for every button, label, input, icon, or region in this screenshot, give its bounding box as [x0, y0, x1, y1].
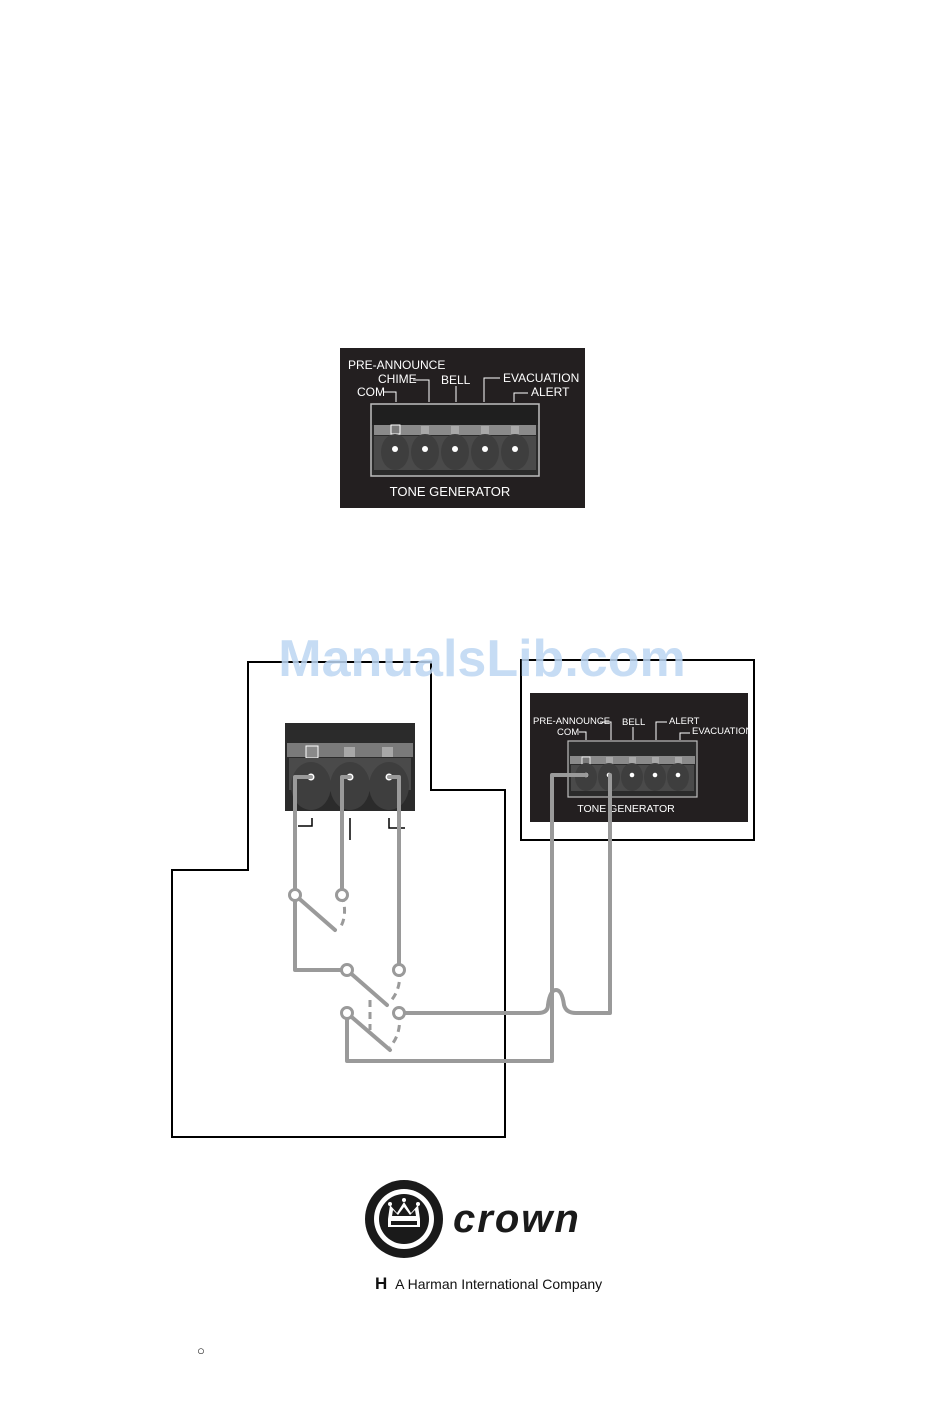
panel-top-caption: TONE GENERATOR — [390, 484, 511, 499]
small-label-evacuation: EVACUATION — [692, 726, 752, 737]
small-pin-1-square — [582, 757, 590, 764]
switch-2-contact-b — [394, 965, 405, 976]
switch-contacts — [290, 890, 405, 1019]
switch-1-contact-b — [337, 890, 348, 901]
manualslib-watermark: ManualsLib.com — [278, 630, 685, 688]
tone-generator-connector-small — [568, 741, 697, 797]
panel-small-caption: TONE GENERATOR — [577, 803, 675, 815]
harman-tagline-row: H A Harman International Company — [375, 1274, 602, 1294]
small-label-bell: BELL — [622, 717, 645, 728]
page-footer-mark: ○ — [197, 1343, 205, 1358]
three-pin-bracket-marks — [298, 818, 405, 840]
tone-generator-panel-small: PRE-ANNOUNCE COM BELL ALERT EVACUATION — [530, 693, 752, 822]
small-label-pre-announce: PRE-ANNOUNCE — [533, 716, 610, 727]
switch-1-contact-a — [290, 890, 301, 901]
small-label-com: COM — [557, 727, 579, 738]
harman-logo-icon: H — [375, 1274, 387, 1293]
label-pre-announce: PRE-ANNOUNCE — [348, 358, 445, 372]
crown-wordmark: crown — [453, 1197, 581, 1241]
tone-generator-connector-top — [371, 404, 539, 476]
harman-tagline: A Harman International Company — [395, 1276, 602, 1292]
tone-generator-panel-top: PRE-ANNOUNCE CHIME COM BELL EVACUATION A… — [340, 348, 585, 508]
label-com: COM — [357, 385, 385, 399]
three-pin-connector — [285, 723, 415, 811]
wire-to-tone-generator-com — [347, 775, 586, 1061]
switch-1-lever — [295, 895, 335, 930]
switch-2-lever — [347, 970, 387, 1005]
switch-3-contact-a — [342, 1008, 353, 1019]
switch-2-contact-a — [342, 965, 353, 976]
crown-logo: crown — [365, 1180, 581, 1258]
label-chime: CHIME — [378, 372, 417, 386]
three-pin-square — [306, 746, 318, 758]
label-alert: ALERT — [531, 385, 570, 399]
label-evacuation: EVACUATION — [503, 371, 579, 385]
label-bell: BELL — [441, 373, 471, 387]
switch-3-contact-b — [394, 1008, 405, 1019]
pin-1-square — [391, 425, 400, 434]
